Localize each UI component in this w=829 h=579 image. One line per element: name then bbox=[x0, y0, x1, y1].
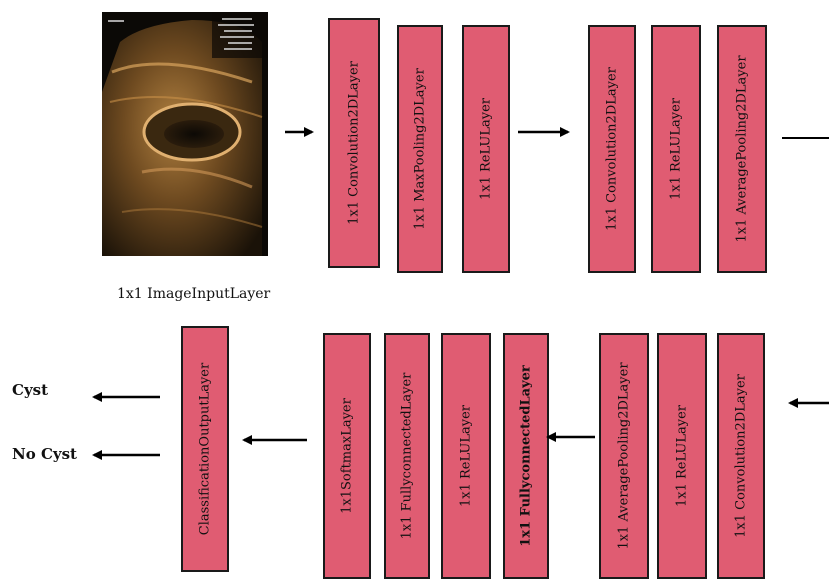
cnn-architecture-diagram: 1x1 ImageInputLayer 1x1 Convolution2DLay… bbox=[0, 0, 829, 579]
flow-arrows bbox=[0, 0, 829, 579]
